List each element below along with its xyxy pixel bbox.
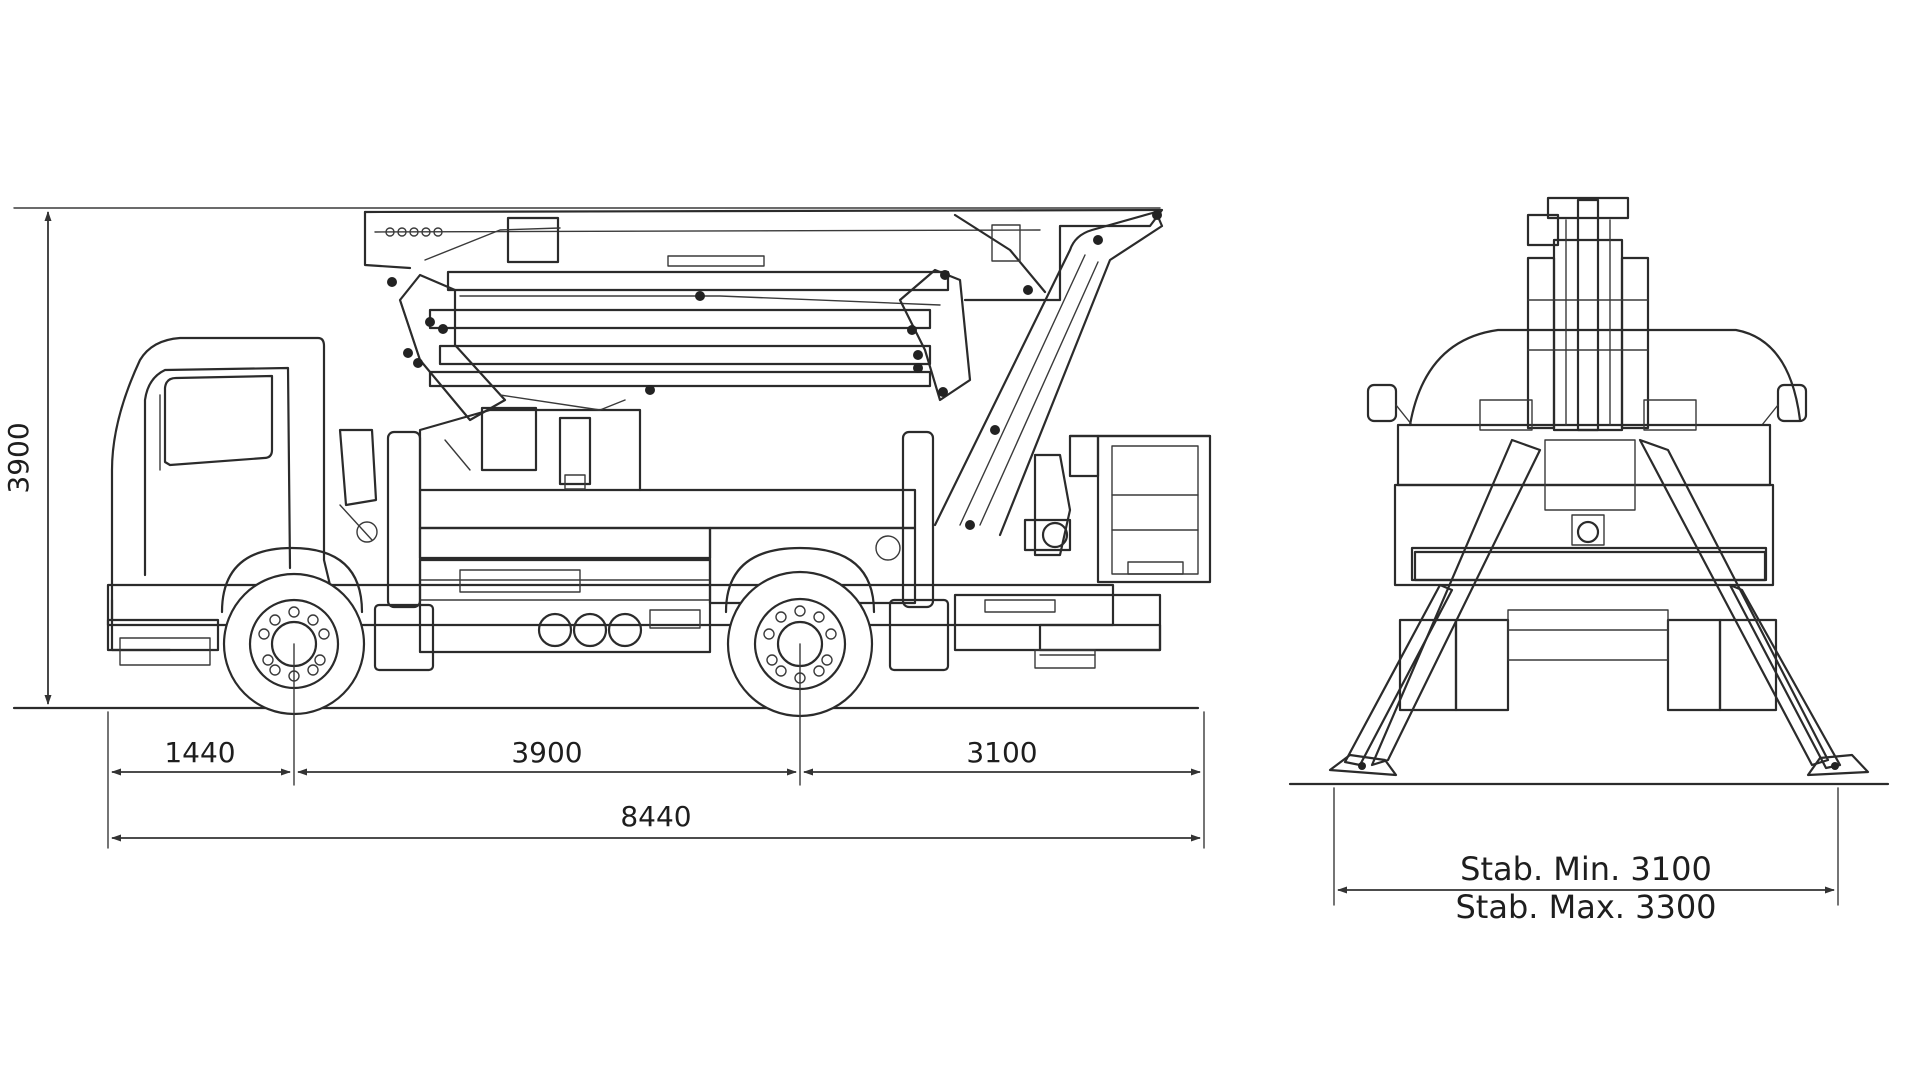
side-view: 3900 1440 3900 3100 8440 [2,207,1212,849]
truck-chassis [106,488,1162,669]
height-dimension-label: 3900 [2,422,35,493]
side-stabilizers [373,430,950,672]
front-boom [1479,196,1697,546]
outrigger-left [1328,438,1542,777]
rear-overhang-label: 3100 [966,736,1037,769]
stab-min-label: Stab. Min. 3100 [1460,850,1712,888]
boom-assembly [363,208,1164,537]
turret [418,406,642,492]
outrigger-right [1638,438,1870,777]
front-cab [1366,328,1808,712]
front-overhang-label: 1440 [164,736,235,769]
front-wheel [220,546,366,716]
front-cross-beam [1413,550,1767,582]
work-basket [1023,434,1212,584]
front-view: Stab. Min. 3100 Stab. Max. 3300 [1288,196,1890,926]
truck-cab [106,336,378,666]
wheelbase-label: 3900 [511,736,582,769]
stab-max-label: Stab. Max. 3300 [1455,888,1716,926]
overall-length-label: 8440 [620,800,691,833]
